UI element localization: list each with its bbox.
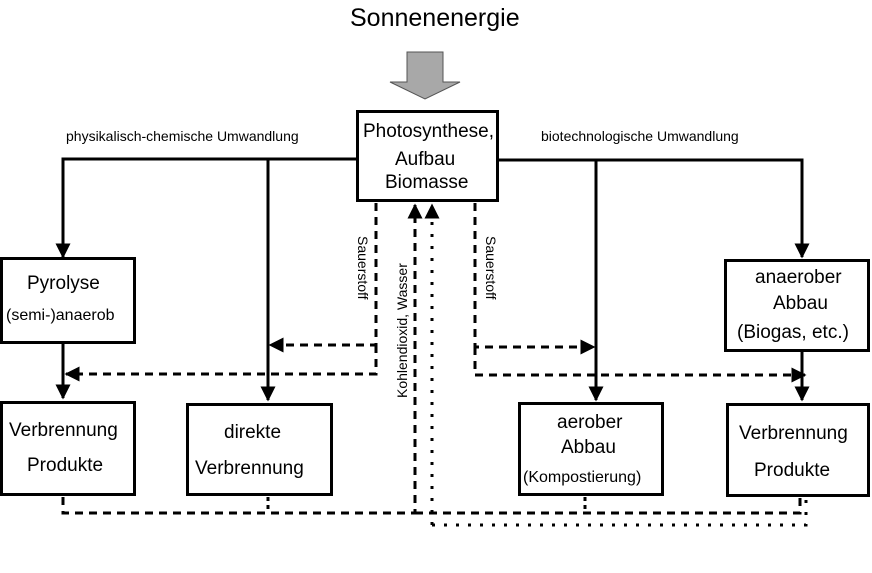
node-line: Produkte bbox=[27, 455, 104, 476]
node-aerober-abbau: aerober Abbau (Kompostierung) bbox=[518, 402, 664, 496]
node-line: Abbau bbox=[561, 437, 616, 458]
node-direkte-verbrennung: direkte Verbrennung bbox=[186, 403, 333, 496]
node-line: Photosynthese, bbox=[363, 121, 494, 142]
node-line: Pyrolyse bbox=[27, 273, 100, 294]
node-line: Verbrennung bbox=[739, 423, 848, 444]
solid-flow-lines bbox=[55, 157, 810, 402]
node-verbrennung-produkte-right: Verbrennung Produkte bbox=[726, 403, 870, 497]
node-line: Produkte bbox=[754, 460, 831, 481]
node-verbrennung-produkte-left: Verbrennung Produkte bbox=[0, 401, 136, 496]
node-line: direkte bbox=[224, 422, 282, 443]
node-line: (Kompostierung) bbox=[523, 469, 642, 486]
oxygen-left-line-2 bbox=[64, 345, 378, 382]
node-line: Verbrennung bbox=[9, 420, 118, 441]
co2-return-lines bbox=[61, 203, 808, 527]
label-sauerstoff-left: Sauerstoff bbox=[355, 236, 371, 300]
co2-collect-line-upper bbox=[415, 497, 802, 515]
node-anaerober-abbau: anaerober Abbau (Biogas, etc.) bbox=[724, 259, 870, 352]
left-branch-line bbox=[55, 157, 357, 259]
node-photosynthese: Photosynthese, Aufbau Biomasse bbox=[356, 110, 499, 202]
co2-collect-line-lower bbox=[432, 497, 808, 527]
node-line: (Biogas, etc.) bbox=[737, 322, 849, 343]
node-line: anaerober bbox=[755, 267, 842, 288]
label-kohlendioxid-wasser: Kohlendioxid, Wasser bbox=[394, 263, 410, 398]
oxygen-flow-lines bbox=[64, 203, 807, 383]
page-title: Sonnenenergie bbox=[350, 4, 520, 32]
sun-energy-arrow-icon bbox=[389, 51, 461, 100]
branch-label-right: biotechnologische Umwandlung bbox=[541, 128, 739, 144]
right-branch-line bbox=[498, 158, 810, 259]
node-line: (semi-)anaerob bbox=[6, 307, 115, 324]
branch-label-left: physikalisch-chemische Umwandlung bbox=[66, 128, 299, 144]
node-pyrolyse: Pyrolyse (semi-)anaerob bbox=[0, 257, 136, 344]
node-line: Biomasse bbox=[385, 172, 469, 193]
label-sauerstoff-right: Sauerstoff bbox=[483, 236, 499, 300]
oxygen-right-line-2 bbox=[473, 347, 807, 383]
node-line: aerober bbox=[557, 412, 623, 433]
node-line: Aufbau bbox=[395, 149, 456, 170]
node-line: Abbau bbox=[773, 293, 828, 314]
node-line: Verbrennung bbox=[195, 458, 304, 479]
co2-return-line-left bbox=[61, 203, 423, 515]
